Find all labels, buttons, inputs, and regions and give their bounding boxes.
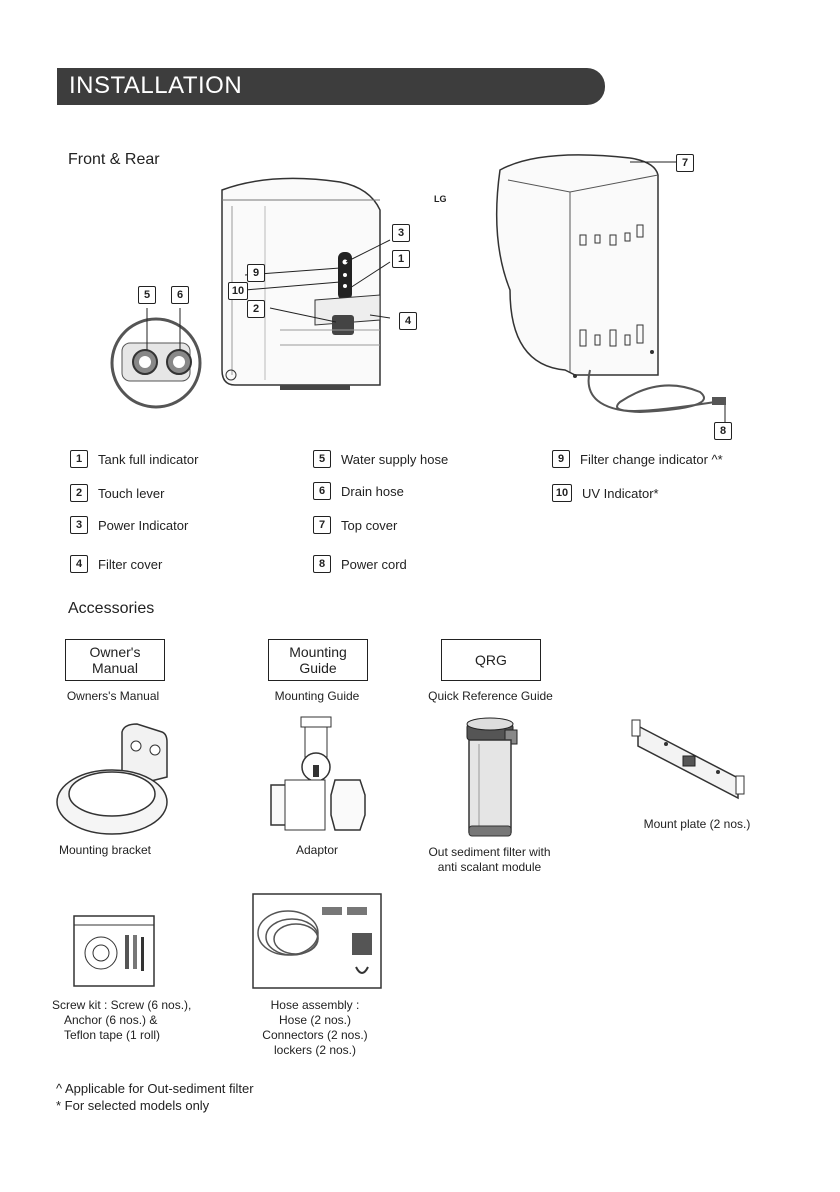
- footnote-applicable: ^ Applicable for Out-sediment filter: [56, 1081, 254, 1096]
- legend-item-5: 5 Water supply hose: [313, 450, 448, 468]
- callout-8: 8: [714, 422, 732, 440]
- legend-label: Touch lever: [98, 485, 165, 501]
- front-rear-heading: Front & Rear: [68, 151, 160, 168]
- screw-kit-caption-line3: Teflon tape (1 roll): [64, 1028, 161, 1042]
- legend-number: 8: [313, 555, 331, 573]
- legend-item-7: 7 Top cover: [313, 516, 397, 534]
- callout-6: 6: [171, 286, 189, 304]
- legend-item-3: 3 Power Indicator: [70, 516, 188, 534]
- section-banner: INSTALLATION: [57, 68, 605, 105]
- callout-5: 5: [138, 286, 156, 304]
- legend-number: 1: [70, 450, 88, 468]
- owners-manual-box-text: Owner's Manual: [89, 644, 141, 676]
- legend-number: 3: [70, 516, 88, 534]
- legend-label: UV Indicator*: [582, 485, 659, 501]
- legend-number: 10: [552, 484, 572, 502]
- screw-kit-caption-line2: Anchor (6 nos.) &: [64, 1013, 158, 1027]
- legend-label: Filter cover: [98, 556, 163, 572]
- legend-item-10: 10 UV Indicator*: [552, 484, 659, 502]
- legend-label: Filter change indicator ^*: [580, 451, 723, 467]
- mounting-guide-caption: Mounting Guide: [274, 689, 360, 703]
- legend-number: 4: [70, 555, 88, 573]
- callout-1: 1: [392, 250, 410, 268]
- callout-9: 9: [247, 264, 265, 282]
- mounting-bracket-caption: Mounting bracket: [58, 843, 152, 857]
- legend-label: Top cover: [341, 517, 398, 533]
- hose-assembly-caption-line3: Connectors (2 nos.): [262, 1028, 368, 1042]
- qrg-box-text: QRG: [475, 652, 507, 668]
- callout-4: 4: [399, 312, 417, 330]
- sediment-filter-illustration: [466, 717, 518, 837]
- mount-plate-caption: Mount plate (2 nos.): [643, 817, 751, 831]
- accessories-heading: Accessories: [68, 600, 155, 617]
- qrg-caption: Quick Reference Guide: [428, 689, 553, 703]
- callout-10: 10: [228, 282, 248, 300]
- mount-plate-illustration: [631, 719, 745, 800]
- legend-label: Power Indicator: [98, 517, 189, 533]
- sediment-filter-caption-line1: Out sediment filter with: [428, 845, 551, 859]
- mounting-guide-box: Mounting Guide: [268, 639, 368, 681]
- footnote-selected-models: * For selected models only: [56, 1098, 210, 1113]
- lg-logo: LG: [434, 194, 447, 204]
- page-title: INSTALLATION: [69, 72, 243, 99]
- legend-label: Tank full indicator: [98, 451, 199, 467]
- mounting-guide-box-text: Mounting Guide: [289, 644, 347, 676]
- hose-assembly-caption-line1: Hose assembly :: [270, 998, 360, 1012]
- sediment-filter-caption-line2: anti scalant module: [437, 860, 542, 874]
- qrg-box: QRG: [441, 639, 541, 681]
- legend-number: 7: [313, 516, 331, 534]
- legend-item-4: 4 Filter cover: [70, 555, 162, 573]
- legend-label: Drain hose: [341, 483, 404, 499]
- screw-kit-illustration: [73, 915, 155, 987]
- callout-3: 3: [392, 224, 410, 242]
- mounting-bracket-illustration: [56, 723, 168, 835]
- rear-device-illustration: [495, 154, 726, 425]
- legend-item-2: 2 Touch lever: [70, 484, 164, 502]
- legend-label: Water supply hose: [341, 451, 449, 467]
- legend-label: Power cord: [341, 556, 407, 572]
- adaptor-caption: Adaptor: [295, 843, 339, 857]
- legend-item-6: 6 Drain hose: [313, 482, 404, 500]
- legend-item-9: 9 Filter change indicator ^*: [552, 450, 723, 468]
- legend-number: 9: [552, 450, 570, 468]
- callout-7: 7: [676, 154, 694, 172]
- screw-kit-caption-line1: Screw kit : Screw (6 nos.),: [52, 998, 192, 1012]
- owners-manual-box: Owner's Manual: [65, 639, 165, 681]
- legend-item-8: 8 Power cord: [313, 555, 407, 573]
- hose-assembly-caption-line4: lockers (2 nos.): [273, 1043, 357, 1057]
- front-device-illustration: [110, 177, 391, 409]
- legend-item-1: 1 Tank full indicator: [70, 450, 198, 468]
- owners-manual-caption: Owners's Manual: [66, 689, 160, 703]
- callout-2: 2: [247, 300, 265, 318]
- hose-assembly-illustration: [252, 893, 382, 989]
- hose-assembly-caption-line2: Hose (2 nos.): [278, 1013, 352, 1027]
- legend-number: 6: [313, 482, 331, 500]
- legend-number: 5: [313, 450, 331, 468]
- legend-number: 2: [70, 484, 88, 502]
- adaptor-illustration: [270, 716, 366, 831]
